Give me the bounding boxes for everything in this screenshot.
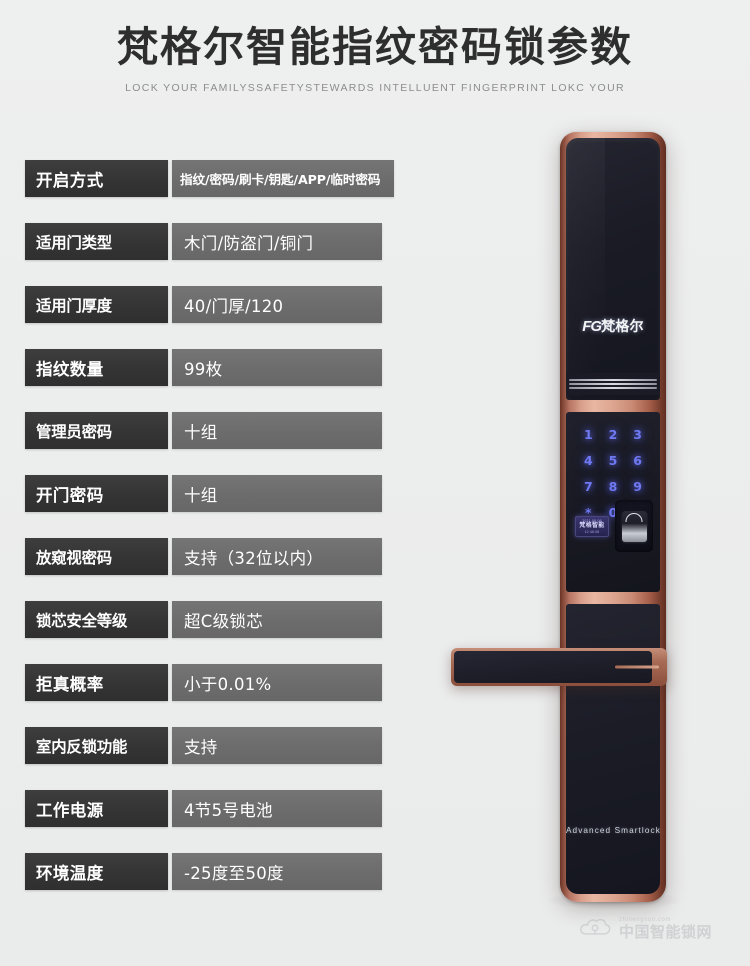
lock-sliding-cover: FG梵格尔 xyxy=(566,138,660,400)
fingerprint-pad xyxy=(621,510,647,542)
spec-label: 指纹数量 xyxy=(25,349,168,386)
spec-value: -25度至50度 xyxy=(172,853,382,890)
fingerprint-sensor[interactable] xyxy=(615,500,653,552)
site-watermark: zhinengsuo.com 中国智能锁网 xyxy=(578,915,712,941)
product-tagline: Advanced Smartlock xyxy=(566,826,661,835)
watermark-english: zhinengsuo.com xyxy=(619,916,672,923)
spec-row: 管理员密码十组 xyxy=(25,412,390,449)
lcd-brand-text: 梵格智能 xyxy=(579,522,605,529)
spec-row: 环境温度-25度至50度 xyxy=(25,853,390,890)
speaker-grille xyxy=(566,373,660,395)
keypad-key[interactable]: 7 xyxy=(583,479,593,494)
spec-value: 99枚 xyxy=(172,349,382,386)
spec-value: 支持（32位以内） xyxy=(172,538,382,575)
spec-value: 木门/防盗门/铜门 xyxy=(172,223,382,260)
watermark-text: zhinengsuo.com 中国智能锁网 xyxy=(619,917,712,940)
keypad-key[interactable]: * xyxy=(585,505,592,520)
cover-gloss-highlight xyxy=(566,138,606,400)
spec-value: 4节5号电池 xyxy=(172,790,382,827)
keypad-key[interactable]: 1 xyxy=(583,427,593,442)
handle-slot-detail xyxy=(615,665,659,669)
spec-label: 室内反锁功能 xyxy=(25,727,168,764)
spec-label: 锁芯安全等级 xyxy=(25,601,168,638)
grille-stripe xyxy=(569,379,657,381)
keypad-key[interactable]: 5 xyxy=(608,453,618,468)
spec-value: 十组 xyxy=(172,475,382,512)
spec-row: 开门密码十组 xyxy=(25,475,390,512)
spec-row: 拒真概率小于0.01% xyxy=(25,664,390,701)
spec-row: 放窥视密码支持（32位以内） xyxy=(25,538,390,575)
spec-label: 环境温度 xyxy=(25,853,168,890)
spec-label: 适用门厚度 xyxy=(25,286,168,323)
cloud-lock-icon xyxy=(580,918,611,935)
spec-label: 拒真概率 xyxy=(25,664,168,701)
keypad-key[interactable]: 9 xyxy=(633,479,642,494)
spec-label: 开启方式 xyxy=(25,160,168,197)
spec-row: 适用门类型木门/防盗门/铜门 xyxy=(25,223,390,260)
keypad-key[interactable]: 8 xyxy=(608,479,618,494)
spec-value: 支持 xyxy=(172,727,382,764)
spec-table: 开启方式指纹/密码/刷卡/钥匙/APP/临时密码适用门类型木门/防盗门/铜门适用… xyxy=(25,160,394,916)
spec-label: 放窥视密码 xyxy=(25,538,168,575)
spec-row: 锁芯安全等级超C级锁芯 xyxy=(25,601,390,638)
page-header: 梵格尔智能指纹密码锁参数 LOCK YOUR FAMILYSSAFETYSTEW… xyxy=(0,22,750,94)
watermark-chinese: 中国智能锁网 xyxy=(619,922,713,941)
lcd-date-text: 2021-08-06 xyxy=(582,518,602,523)
spec-label: 适用门类型 xyxy=(25,223,168,260)
spec-row: 开启方式指纹/密码/刷卡/钥匙/APP/临时密码 xyxy=(25,160,394,197)
spec-label: 管理员密码 xyxy=(25,412,168,449)
spec-label: 工作电源 xyxy=(25,790,168,827)
keypad-key[interactable]: 4 xyxy=(583,453,593,468)
spec-value: 40/门厚/120 xyxy=(172,286,382,323)
lcd-time-text: 12:46:08 xyxy=(584,530,600,535)
brand-name-cn: 梵格尔 xyxy=(601,319,644,335)
lcd-display: 2021-08-06 梵格智能 12:46:08 xyxy=(575,516,609,537)
keypad-key[interactable]: 2 xyxy=(608,427,618,442)
spec-value: 十组 xyxy=(172,412,382,449)
spec-value: 超C级锁芯 xyxy=(172,601,382,638)
keypad-key[interactable]: 3 xyxy=(633,427,642,442)
fingerprint-arc-icon xyxy=(625,512,643,522)
spec-label: 开门密码 xyxy=(25,475,168,512)
lock-lower-panel: Advanced Smartlock xyxy=(451,604,667,894)
grille-stripe xyxy=(569,383,657,385)
keypad-key[interactable]: 0 xyxy=(608,505,618,520)
page-title: 梵格尔智能指纹密码锁参数 xyxy=(117,23,633,71)
page-subtitle: LOCK YOUR FAMILYSSAFETYSTEWARDS INTELLUE… xyxy=(125,82,625,95)
spec-row: 室内反锁功能支持 xyxy=(25,727,390,764)
door-handle[interactable] xyxy=(451,648,667,686)
grille-stripe xyxy=(569,387,657,389)
brand-logo: FG梵格尔 xyxy=(566,316,660,336)
spec-value: 小于0.01% xyxy=(172,664,382,701)
brand-mark-fg: FG xyxy=(582,318,602,335)
spec-value: 指纹/密码/刷卡/钥匙/APP/临时密码 xyxy=(172,160,394,197)
keypad-key[interactable]: 6 xyxy=(633,453,642,468)
